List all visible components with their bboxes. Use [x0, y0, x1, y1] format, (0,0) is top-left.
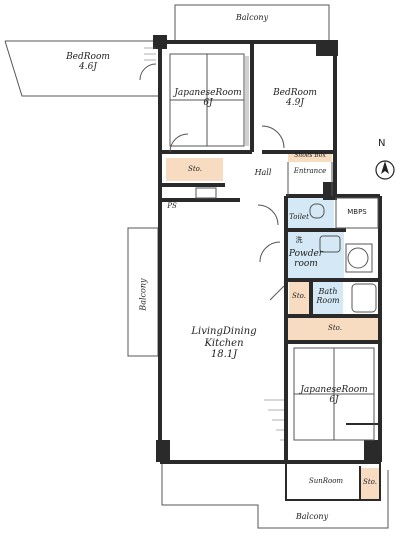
compass-needle	[381, 161, 389, 174]
column-1	[153, 35, 167, 49]
column-2	[316, 40, 338, 56]
door-swing-powder	[259, 241, 281, 263]
washbasin	[319, 235, 341, 253]
label-mbps: MBPS	[347, 208, 367, 216]
washer-box	[345, 243, 373, 273]
powder-room-line1: Powder	[288, 249, 324, 259]
label-bedroom-right: BedRoom 4.9J	[262, 88, 328, 109]
bath-room-fill	[313, 281, 343, 314]
japanese-top-name: JapaneseRoom	[174, 88, 242, 98]
label-bath-room: Bath Room	[313, 287, 343, 305]
door-swing-bedroom-left	[139, 63, 157, 81]
bedroom-right-name: BedRoom	[273, 88, 317, 98]
label-storage-wide: Sto.	[328, 324, 342, 332]
bath-room-line2: Room	[316, 296, 340, 306]
japanese-bottom-size: 6J	[329, 395, 339, 406]
label-storage-bottom: Sto.	[363, 478, 377, 486]
door-swing-jp	[169, 133, 189, 153]
kitchen-counter	[195, 187, 217, 199]
label-japanese-top: JapaneseRoom 6J	[164, 88, 252, 109]
toilet-fixture	[309, 203, 325, 219]
washer-circle	[347, 247, 369, 269]
column-3	[156, 440, 170, 462]
storage-mid-fill	[289, 281, 311, 314]
bedroom-right-size: 4.9J	[286, 98, 304, 109]
label-balcony-bottom: Balcony	[295, 512, 329, 521]
bedroom-left-name: BedRoom	[66, 52, 110, 62]
label-wash-mark: 洗	[295, 236, 303, 244]
label-ps: PS	[167, 202, 177, 210]
label-powder-room: Powder room	[286, 249, 326, 270]
label-hall: Hall	[254, 168, 272, 177]
japanese-top-size: 6J	[203, 98, 213, 109]
door-swing-hall	[257, 204, 279, 226]
hatch-bedroom-left	[144, 47, 156, 61]
entrance-step	[287, 162, 333, 196]
bath-room-line1: Bath	[318, 287, 338, 296]
ldk-line1: LivingDining	[191, 326, 257, 337]
bedroom-left-size: 4.6J	[79, 62, 97, 73]
mbps-box	[335, 197, 379, 229]
hatch-ldk	[264, 399, 284, 441]
bedroom-left-outline	[4, 40, 158, 97]
column-4	[364, 440, 382, 462]
tatami-lines-bottom	[293, 347, 375, 441]
door-swing-br	[261, 125, 285, 149]
ldk-size: 18.1J	[210, 349, 238, 360]
north-indicator: N	[371, 138, 399, 184]
powder-room-fill	[288, 232, 344, 278]
label-balcony-top: Balcony	[235, 13, 269, 22]
hatch-jp-top	[245, 56, 249, 146]
label-storage-top: Sto.	[188, 165, 202, 173]
bathtub	[351, 283, 377, 313]
label-ldk: LivingDining Kitchen 18.1J	[172, 326, 276, 361]
sunroom-wall	[285, 462, 381, 501]
label-toilet: Toilet	[289, 213, 309, 221]
japanese-bottom-name: JapaneseRoom	[300, 385, 368, 395]
storage-wide-fill	[288, 317, 378, 341]
label-entrance: Entrance	[293, 167, 327, 175]
label-bedroom-left: BedRoom 4.6J	[58, 52, 118, 73]
shoes-box-fill	[288, 152, 332, 162]
tatami-lines-top	[169, 53, 245, 147]
storage-bottom-fill	[361, 468, 379, 500]
north-letter: N	[378, 138, 386, 149]
balcony-bottom-outline	[161, 462, 389, 529]
ldk-line2: Kitchen	[204, 337, 244, 349]
label-sunroom: SunRoom	[308, 477, 344, 485]
storage-top-fill	[166, 158, 223, 181]
label-balcony-left: Balcony	[138, 278, 148, 311]
label-japanese-bottom: JapaneseRoom 6J	[290, 385, 378, 406]
door-swing-sto	[269, 285, 285, 301]
label-storage-mid: Sto.	[292, 292, 306, 300]
column-5	[323, 182, 337, 200]
powder-room-line2: room	[294, 259, 318, 270]
label-shoes-box: Shoes Box	[294, 152, 326, 159]
balcony-top-outline	[174, 4, 330, 42]
